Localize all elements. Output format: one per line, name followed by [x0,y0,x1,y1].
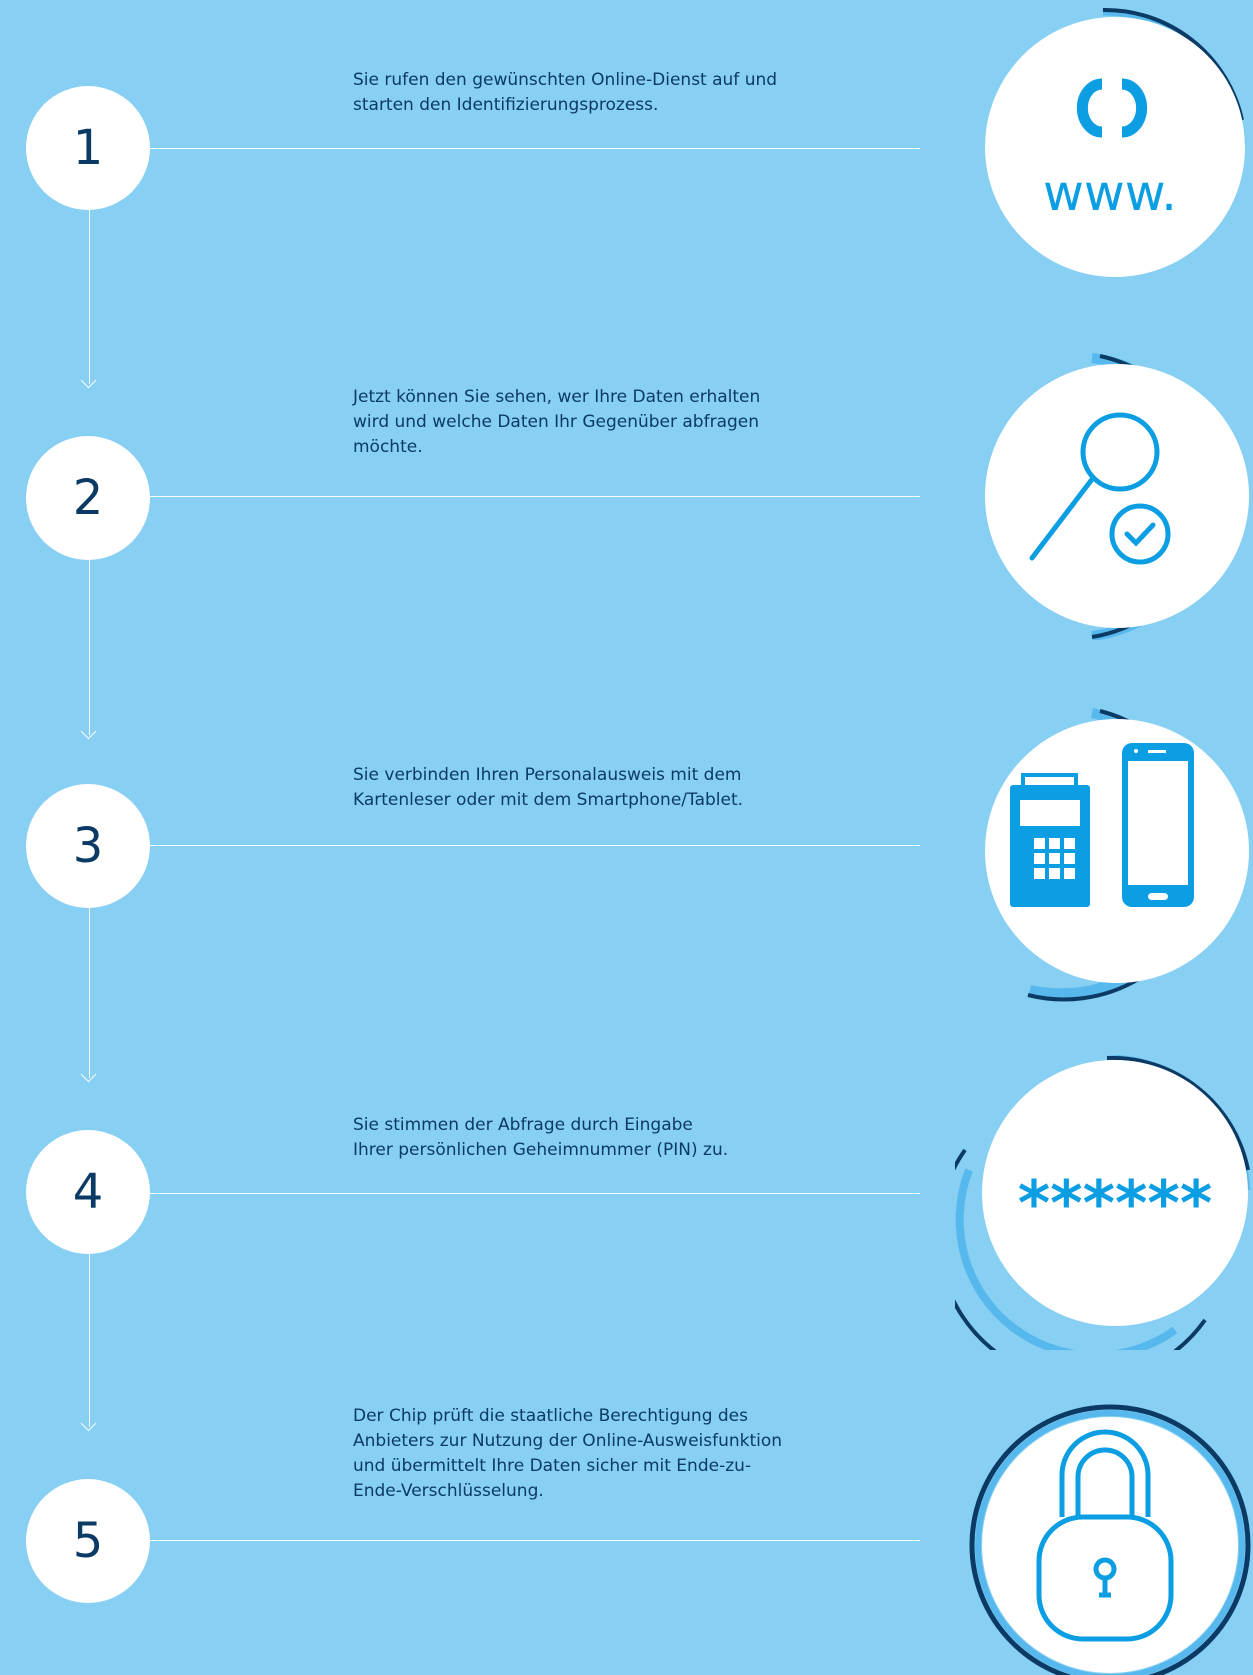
step-text-line: Ende-Verschlüsselung. [353,1481,544,1501]
connector-line [89,908,90,1078]
connector-line [89,206,90,384]
arrow-down-icon [80,1066,97,1083]
globe-www-icon [1076,78,1148,138]
arrow-down-icon [80,1415,97,1432]
step-connector-line [150,1193,920,1194]
card-reader-icon [1010,773,1090,907]
step-text-line: Anbieters zur Nutzung der Online-Ausweis… [353,1431,783,1451]
step-text-line: Sie rufen den gewünschten Online-Dienst … [353,70,778,90]
step-text-1: Sie rufen den gewünschten Online-Dienst … [353,68,873,118]
step-connector-line [150,845,920,846]
step-icon-4: ****** [955,1050,1253,1350]
step-text-5: Der Chip prüft die staatliche Berechtigu… [353,1404,873,1504]
step-text-4: Sie stimmen der Abfrage durch Eingabe Ih… [353,1113,873,1163]
connector-line [89,1254,90,1427]
step-text-line: Ihrer persönlichen Geheimnummer (PIN) zu… [353,1140,729,1160]
step-number-4: 4 [26,1130,150,1254]
padlock-icon [1036,1429,1174,1642]
step-text-line: wird und welche Daten Ihr Gegenüber abfr… [353,412,760,432]
step-icon-3 [970,705,1253,1005]
step-number-1: 1 [26,86,150,210]
step-text-line: und übermittelt Ihre Daten sicher mit En… [353,1456,752,1476]
step-number-5: 5 [26,1479,150,1603]
step-text-2: Jetzt können Sie sehen, wer Ihre Daten e… [353,385,873,460]
step-text-line: Kartenleser oder mit dem Smartphone/Tabl… [353,790,744,810]
pin-asterisks-icon: ****** [1018,1167,1213,1240]
www-icon-text: www. [1043,164,1177,222]
step-icon-5 [955,1395,1253,1675]
step-number-3: 3 [26,784,150,908]
arrow-down-icon [80,723,97,740]
step-connector-line [150,148,920,149]
step-text-line: Sie verbinden Ihren Personalausweis mit … [353,765,742,785]
step-icon-1: www. [970,0,1253,290]
magnifier-check-icon [1029,412,1171,565]
step-text-3: Sie verbinden Ihren Personalausweis mit … [353,763,873,813]
smartphone-icon [1122,743,1194,907]
step-connector-line [150,496,920,497]
step-text-line: Jetzt können Sie sehen, wer Ihre Daten e… [353,387,761,407]
step-icon-2 [970,350,1253,640]
step-text-line: Der Chip prüft die staatliche Berechtigu… [353,1406,748,1426]
connector-line [89,560,90,735]
step-text-line: Sie stimmen der Abfrage durch Eingabe [353,1115,693,1135]
step-text-line: starten den Identifizierungsprozess. [353,95,659,115]
step-connector-line [150,1540,920,1541]
step-number-2: 2 [26,436,150,560]
step-text-line: möchte. [353,437,423,457]
arrow-down-icon [80,372,97,389]
